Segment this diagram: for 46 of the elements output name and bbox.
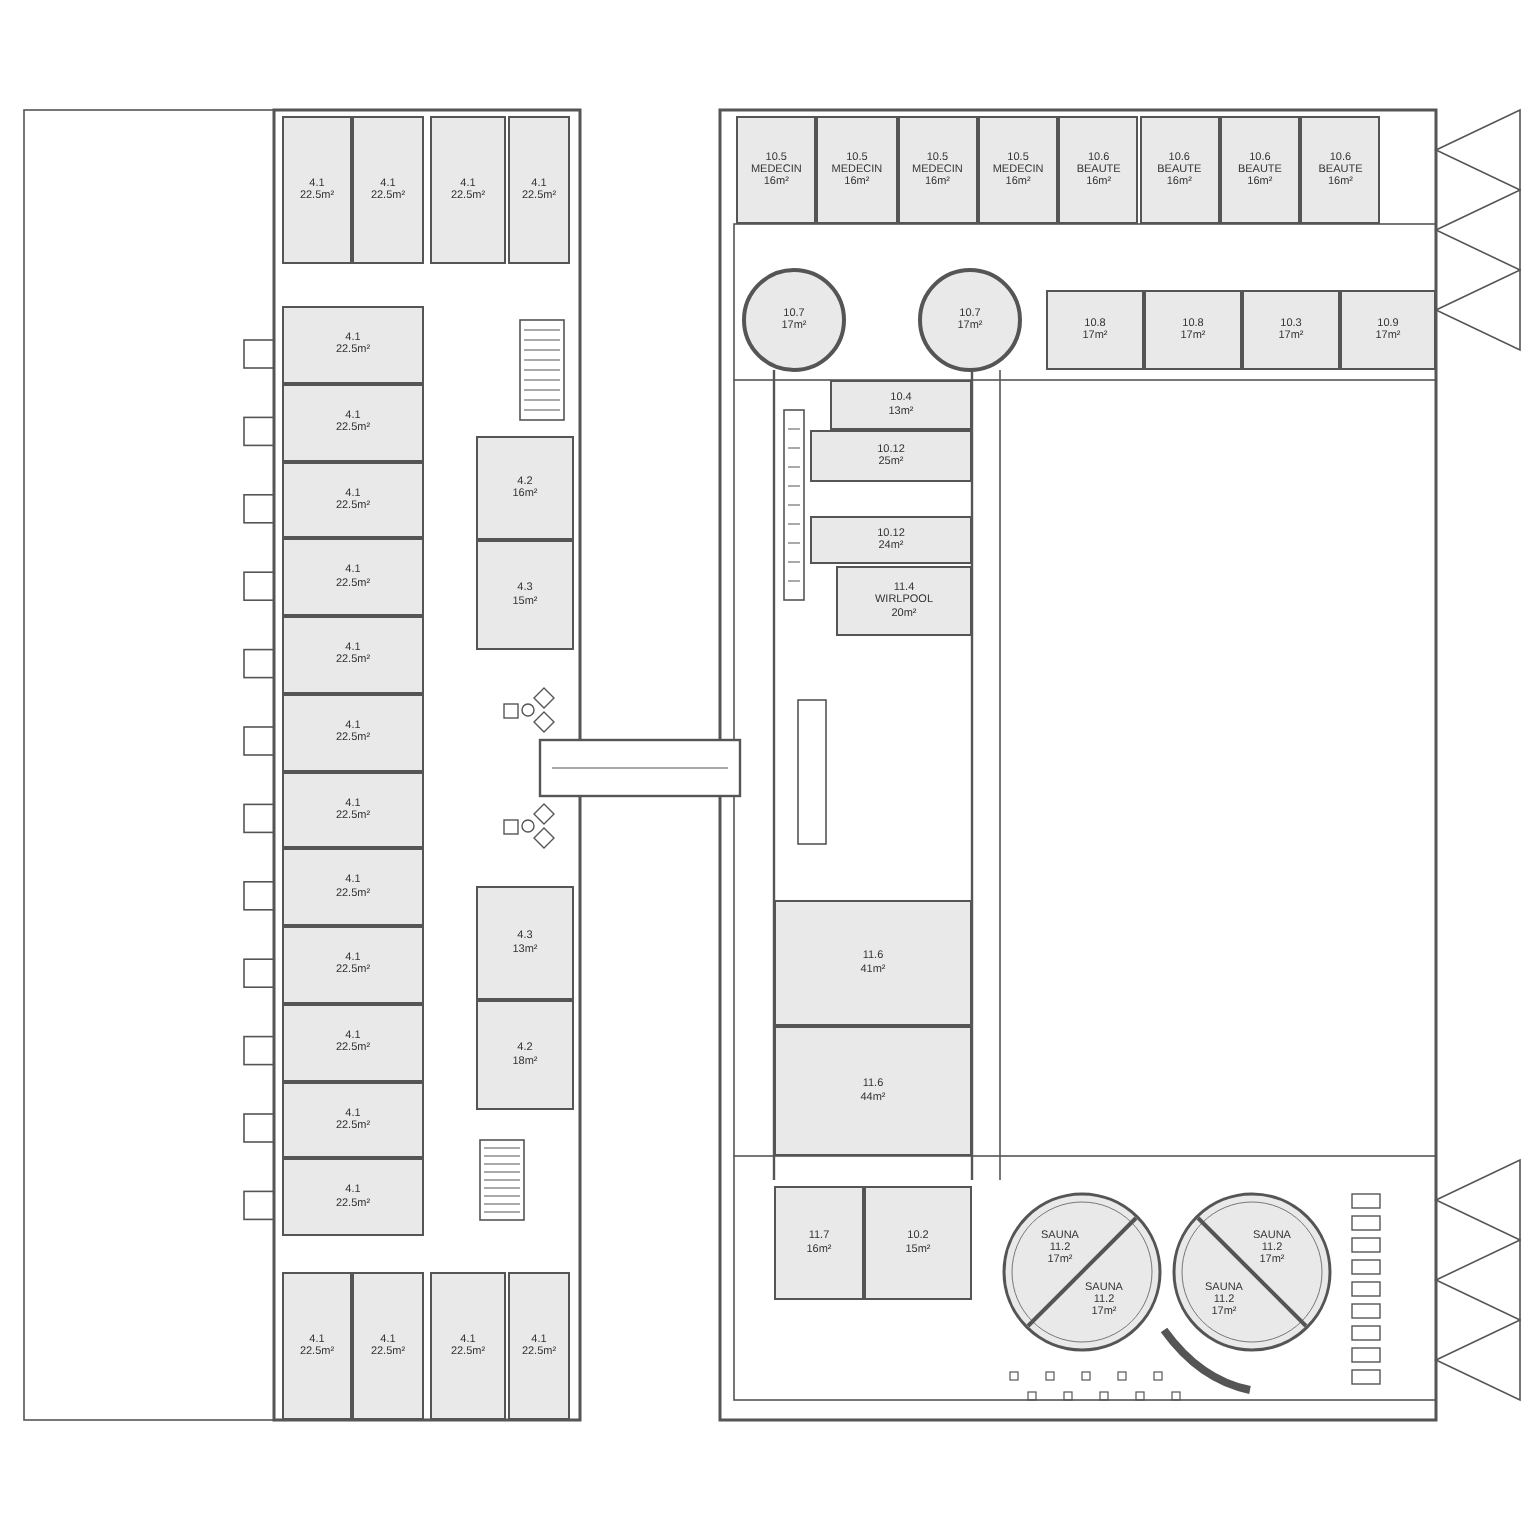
round-room [918, 268, 1022, 372]
room [736, 116, 817, 224]
room [1300, 116, 1381, 224]
room [352, 116, 424, 264]
room [836, 566, 972, 636]
room [508, 116, 570, 264]
room [282, 383, 424, 461]
room [476, 1000, 574, 1110]
room [282, 461, 424, 539]
room [282, 538, 424, 616]
room [1139, 116, 1220, 224]
room [774, 1186, 864, 1300]
room [1219, 116, 1301, 224]
room [282, 1081, 424, 1159]
room [1242, 290, 1340, 370]
room [774, 900, 972, 1026]
room [352, 1272, 424, 1420]
room [282, 306, 424, 384]
room [774, 1026, 972, 1156]
room [508, 1272, 570, 1420]
room [1058, 116, 1139, 224]
room [282, 1158, 424, 1236]
room [282, 616, 424, 694]
room [810, 516, 972, 564]
room [282, 771, 424, 849]
room [476, 436, 574, 540]
room [476, 886, 574, 1000]
room [1046, 290, 1144, 370]
room [810, 430, 972, 482]
room [282, 116, 352, 264]
room [897, 116, 978, 224]
room [282, 926, 424, 1004]
room [1340, 290, 1436, 370]
room [430, 116, 506, 264]
room [282, 848, 424, 926]
room [430, 1272, 506, 1420]
room [282, 693, 424, 771]
room [1144, 290, 1242, 370]
room [282, 1003, 424, 1081]
room [977, 116, 1059, 224]
round-room [742, 268, 846, 372]
room [282, 1272, 352, 1420]
room [816, 116, 898, 224]
room [830, 380, 972, 430]
room [864, 1186, 972, 1300]
room [476, 540, 574, 650]
